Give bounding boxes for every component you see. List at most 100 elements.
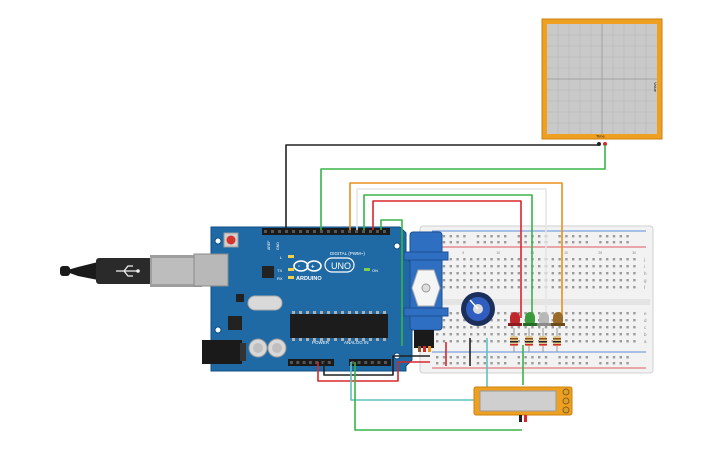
breadboard-hole[interactable] — [538, 235, 541, 238]
breadboard-hole[interactable] — [476, 272, 480, 275]
breadboard-hole[interactable] — [524, 265, 527, 268]
breadboard-hole[interactable] — [606, 272, 609, 275]
breadboard-hole[interactable] — [524, 356, 527, 359]
breadboard-hole[interactable] — [510, 333, 514, 336]
breadboard-hole[interactable] — [504, 312, 507, 315]
breadboard-hole[interactable] — [456, 265, 459, 268]
wire-white-led[interactable] — [356, 188, 547, 318]
breadboard-hole[interactable] — [626, 312, 629, 315]
breadboard-hole[interactable] — [497, 356, 500, 359]
breadboard-hole[interactable] — [504, 340, 507, 343]
breadboard-hole[interactable] — [626, 356, 629, 359]
breadboard-hole[interactable] — [578, 258, 582, 261]
breadboard-hole[interactable] — [633, 286, 636, 289]
breadboard-hole[interactable] — [619, 319, 622, 322]
breadboard-hole[interactable] — [558, 279, 561, 282]
breadboard-hole[interactable] — [592, 312, 595, 315]
breadboard-hole[interactable] — [585, 235, 588, 238]
breadboard-hole[interactable] — [572, 241, 575, 244]
header-pin[interactable] — [290, 361, 293, 364]
arduino-uno-board[interactable]: L TX RX ON - + ARDUINO UNO DIGITAL (PWM~… — [193, 226, 413, 372]
breadboard-hole[interactable] — [558, 272, 561, 275]
breadboard-hole[interactable] — [606, 235, 609, 238]
breadboard-hole[interactable] — [476, 340, 480, 343]
breadboard-hole[interactable] — [626, 340, 629, 343]
header-pin[interactable] — [351, 361, 354, 364]
breadboard-hole[interactable] — [619, 279, 622, 282]
breadboard-hole[interactable] — [510, 272, 514, 275]
breadboard-hole[interactable] — [476, 241, 480, 244]
breadboard-hole[interactable] — [551, 265, 554, 268]
breadboard-hole[interactable] — [436, 340, 439, 343]
breadboard-hole[interactable] — [517, 340, 520, 343]
resistor[interactable] — [539, 328, 547, 352]
breadboard-hole[interactable] — [578, 279, 582, 282]
breadboard-hole[interactable] — [592, 340, 595, 343]
breadboard-hole[interactable] — [572, 235, 575, 238]
breadboard-hole[interactable] — [606, 319, 609, 322]
breadboard-hole[interactable] — [524, 362, 527, 365]
breadboard[interactable]: abcdefghij151015202530 — [419, 225, 654, 374]
breadboard-hole[interactable] — [449, 326, 452, 329]
breadboard-hole[interactable] — [565, 241, 568, 244]
breadboard-hole[interactable] — [538, 272, 541, 275]
breadboard-hole[interactable] — [517, 333, 520, 336]
breadboard-hole[interactable] — [442, 279, 446, 282]
breadboard-hole[interactable] — [606, 356, 609, 359]
breadboard-hole[interactable] — [558, 286, 561, 289]
breadboard-hole[interactable] — [619, 241, 622, 244]
breadboard-hole[interactable] — [612, 258, 616, 261]
breadboard-hole[interactable] — [449, 241, 452, 244]
breadboard-hole[interactable] — [504, 265, 507, 268]
breadboard-hole[interactable] — [483, 265, 486, 268]
breadboard-hole[interactable] — [517, 265, 520, 268]
led-orange[interactable] — [551, 312, 565, 326]
breadboard-hole[interactable] — [531, 356, 534, 359]
breadboard-hole[interactable] — [619, 258, 622, 261]
breadboard-hole[interactable] — [524, 279, 527, 282]
breadboard-hole[interactable] — [510, 265, 514, 268]
breadboard-hole[interactable] — [585, 319, 588, 322]
breadboard-hole[interactable] — [619, 272, 622, 275]
breadboard-hole[interactable] — [456, 286, 459, 289]
breadboard-hole[interactable] — [626, 333, 629, 336]
breadboard-hole[interactable] — [497, 312, 500, 315]
breadboard-hole[interactable] — [476, 286, 480, 289]
breadboard-hole[interactable] — [599, 241, 602, 244]
breadboard-hole[interactable] — [572, 340, 575, 343]
breadboard-hole[interactable] — [612, 312, 616, 315]
breadboard-hole[interactable] — [449, 333, 452, 336]
breadboard-hole[interactable] — [633, 326, 636, 329]
breadboard-hole[interactable] — [626, 272, 629, 275]
breadboard-hole[interactable] — [619, 340, 622, 343]
header-pin[interactable] — [306, 230, 309, 233]
breadboard-hole[interactable] — [544, 333, 548, 336]
header-pin[interactable] — [376, 230, 379, 233]
breadboard-hole[interactable] — [483, 279, 486, 282]
breadboard-hole[interactable] — [626, 258, 629, 261]
breadboard-hole[interactable] — [599, 272, 602, 275]
breadboard-hole[interactable] — [585, 326, 588, 329]
breadboard-hole[interactable] — [599, 312, 602, 315]
lcd-module[interactable] — [473, 386, 573, 422]
breadboard-hole[interactable] — [572, 279, 575, 282]
breadboard-hole[interactable] — [463, 265, 466, 268]
breadboard-hole[interactable] — [483, 340, 486, 343]
breadboard-hole[interactable] — [442, 340, 446, 343]
led-white[interactable] — [537, 312, 551, 326]
breadboard-hole[interactable] — [442, 333, 446, 336]
breadboard-hole[interactable] — [510, 279, 514, 282]
breadboard-hole[interactable] — [510, 258, 514, 261]
breadboard-hole[interactable] — [551, 258, 554, 261]
breadboard-hole[interactable] — [565, 340, 568, 343]
breadboard-hole[interactable] — [551, 272, 554, 275]
breadboard-hole[interactable] — [524, 272, 527, 275]
breadboard-hole[interactable] — [585, 265, 588, 268]
breadboard-hole[interactable] — [585, 241, 588, 244]
breadboard-hole[interactable] — [551, 286, 554, 289]
header-pin[interactable] — [278, 230, 281, 233]
breadboard-hole[interactable] — [456, 356, 459, 359]
breadboard-hole[interactable] — [599, 279, 602, 282]
digital-pin-header[interactable] — [262, 228, 390, 235]
breadboard-hole[interactable] — [538, 241, 541, 244]
